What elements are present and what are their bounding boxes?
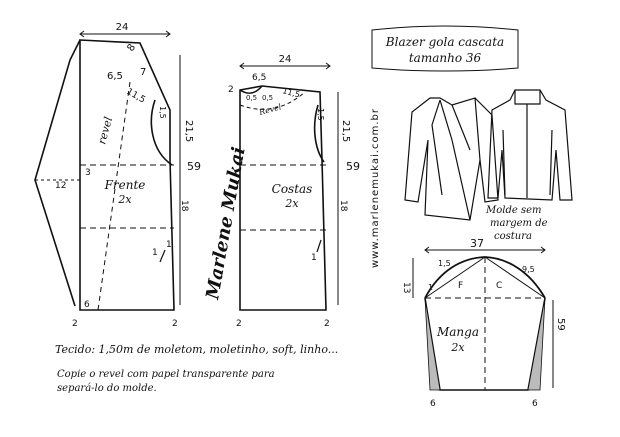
signature: Marlene Mukai	[202, 145, 250, 302]
sleeve-6a-text: 6	[430, 399, 436, 409]
front-d15-text: 1,5	[158, 106, 167, 119]
back-2b-text: 2	[324, 319, 330, 329]
front-3-text: 3	[85, 168, 91, 178]
front-armhole	[150, 99, 173, 166]
front-shoulder-width-text: 6,5	[107, 71, 123, 82]
copy-note-2: separá-lo do molde.	[57, 383, 157, 394]
front-labels: 24 8 6,5 7 11,5 1,5 21,5 59 12 3 18 1 1 …	[55, 22, 201, 329]
copy-note-1: Copie o revel com papel transparente par…	[57, 369, 275, 380]
back-width-text: 24	[279, 54, 292, 65]
website: www.marlenemukai.com.br	[370, 108, 381, 268]
back-neck-width-text: 6,5	[252, 73, 266, 83]
sleeve-c-text: C	[496, 281, 502, 291]
front-1-text: 1	[152, 248, 158, 258]
back-revel-text: Revel	[257, 102, 283, 117]
back-neckline	[239, 85, 263, 94]
front-qty: 2x	[117, 193, 132, 206]
front-neck-side-text: 7	[140, 67, 146, 78]
front-outline	[79, 39, 175, 311]
note-seams-2: margem de	[490, 218, 548, 229]
note-seams-1: Molde sem	[485, 205, 542, 216]
front-revel-line	[97, 81, 131, 311]
front-total-height-text: 59	[187, 160, 201, 173]
front-width-text: 24	[116, 22, 129, 33]
sleeve-cap-height-text: 13	[401, 282, 411, 293]
back-05b-text: 0,5	[262, 94, 273, 102]
front-label: Frente	[104, 178, 146, 192]
sleeve-6b-text: 6	[532, 399, 538, 409]
back-labels: 24 6,5 2 0,5 0,5 11,5 Revel 1,5 21,5 59 …	[228, 54, 360, 329]
front-pattern-piece	[34, 30, 181, 311]
back-total-height-text: 59	[346, 160, 360, 173]
back-shoulder-text: 11,5	[281, 86, 301, 99]
back-armhole	[313, 104, 325, 163]
title-line2: tamanho 36	[409, 51, 482, 65]
sleeve-length-text: 59	[555, 318, 566, 331]
sleeve-f-text: F	[458, 281, 463, 291]
back-bust-height-text: 21,5	[340, 120, 351, 142]
note-seams-3: costura	[494, 231, 532, 242]
front-collar-text: 8	[125, 42, 138, 54]
blazer-front-sketch	[404, 97, 499, 221]
front-bust-height-text: 21,5	[183, 120, 194, 142]
front-2b-text: 2	[172, 319, 178, 329]
sleeve-labels: 37 13 1,5 9,5 1 F C 59 Manga 2x 6 6	[401, 237, 566, 409]
back-d15-text: 1,5	[316, 108, 325, 121]
back-outline	[239, 85, 327, 311]
front-2a-text: 2	[72, 319, 78, 329]
sleeve-pattern-piece	[412, 246, 554, 391]
front-collar-line	[34, 39, 81, 307]
back-2a-text: 2	[236, 319, 242, 329]
fabric-note: Tecido: 1,50m de moletom, moletinho, sof…	[55, 343, 339, 356]
sleeve-95-text: 9,5	[522, 265, 535, 274]
front-1b-text: 1	[166, 240, 172, 250]
blazer-back-sketch	[487, 89, 573, 201]
front-12-text: 12	[55, 181, 66, 191]
front-hem-text: 6	[84, 300, 90, 310]
sleeve-15-text: 1,5	[438, 259, 451, 268]
sleeve-width-text: 37	[470, 237, 484, 250]
front-shoulder-text: 11,5	[125, 87, 147, 106]
back-lower-text: 18	[338, 200, 348, 212]
back-2-text: 2	[228, 85, 234, 95]
back-pattern-piece	[239, 62, 339, 311]
back-05a-text: 0,5	[246, 94, 257, 102]
back-1-text: 1	[311, 253, 317, 263]
back-label: Costas	[272, 182, 313, 196]
front-revel-text: revel	[95, 115, 115, 146]
title-line1: Blazer gola cascata	[385, 35, 504, 49]
sleeve-qty: 2x	[450, 341, 465, 354]
front-lower-text: 18	[179, 200, 189, 212]
back-qty: 2x	[284, 197, 299, 210]
sleeve-label: Manga	[436, 325, 479, 339]
sleeve-1-text: 1	[428, 283, 433, 292]
title-block: Blazer gola cascata tamanho 36	[371, 25, 519, 72]
